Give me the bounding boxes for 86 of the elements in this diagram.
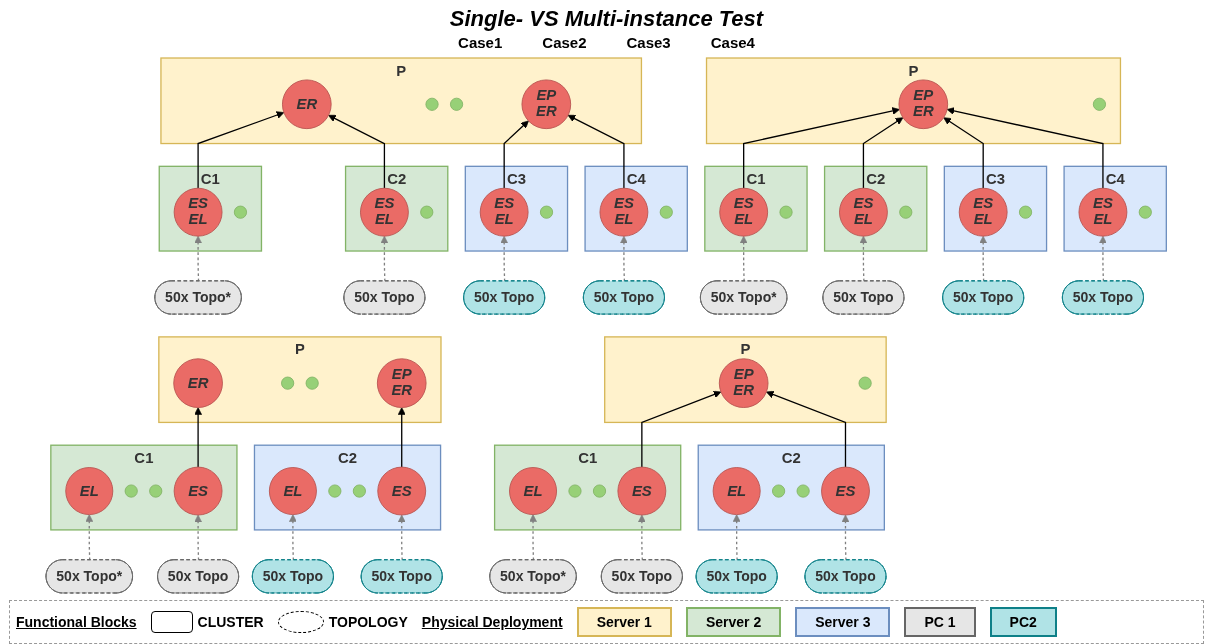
node-circle: ES (821, 466, 871, 516)
arrow (500, 235, 509, 282)
node-circle (660, 205, 674, 219)
legend-text: CLUSTER (197, 614, 264, 630)
arrow (398, 514, 406, 561)
arrow (766, 390, 847, 468)
node-circle: EL (65, 467, 114, 516)
arrow (740, 235, 748, 282)
node-circle: ES (617, 466, 667, 516)
node-circle (353, 484, 367, 498)
arrow (947, 107, 1104, 189)
legend-swatch: Server 1 (576, 607, 672, 637)
node-circle (450, 97, 464, 111)
node-circle: EP ER (719, 358, 769, 408)
node-circle: ES (174, 466, 223, 516)
node-circle: ES EL (174, 187, 223, 237)
arrow (1099, 235, 1108, 282)
arrow (859, 235, 868, 282)
arrow (194, 514, 203, 561)
node-circle: ER (173, 358, 224, 408)
case-label: Case2 (542, 34, 587, 51)
node-circle: ER (282, 79, 332, 130)
node-circle (124, 484, 139, 498)
arrow (194, 407, 203, 468)
node-circle (281, 376, 295, 390)
node-circle: EL (509, 467, 558, 516)
case-label: Case1 (458, 34, 503, 51)
node-circle (772, 484, 786, 498)
node-circle (779, 205, 793, 219)
arrow (743, 107, 901, 189)
legend-swatch: PC2 (989, 607, 1057, 637)
node-circle (593, 484, 607, 498)
node-circle: EP ER (377, 358, 427, 408)
arrow (841, 514, 850, 561)
arrow (620, 235, 629, 282)
legend-swatch: Server 2 (685, 607, 782, 637)
node-circle (420, 205, 434, 219)
node-circle (568, 484, 582, 498)
node-circle: ES EL (839, 187, 889, 237)
node-circle: ES EL (480, 187, 529, 237)
legend-text: TOPOLOGY (328, 614, 408, 630)
node-circle (796, 484, 811, 498)
arrow (328, 114, 386, 189)
arrow (398, 407, 406, 468)
arrow (943, 117, 985, 189)
node-circle (540, 205, 554, 219)
node-circle: ES EL (959, 187, 1008, 237)
arrow (979, 235, 988, 282)
arrow (503, 120, 530, 189)
legend-heading: Functional Blocks (16, 614, 137, 630)
node-circle: ES EL (1078, 187, 1128, 237)
case-label: Case4 (710, 34, 755, 51)
node-circle: ES EL (360, 187, 410, 237)
node-circle: EL (269, 467, 318, 516)
arrow (194, 235, 203, 282)
node-circle (234, 205, 248, 219)
node-circle (858, 376, 873, 390)
arrow (641, 390, 722, 468)
node-circle (305, 376, 320, 390)
diagram-title: Single- VS Multi-instance Test (449, 6, 764, 32)
node-circle (1139, 205, 1153, 219)
node-circle: ES EL (719, 187, 769, 237)
case-label: Case3 (626, 34, 671, 51)
arrow (638, 514, 647, 561)
arrow (529, 514, 538, 561)
arrow (85, 514, 94, 561)
node-circle (328, 484, 342, 498)
node-circle: EP ER (521, 79, 572, 130)
node-circle (1093, 97, 1107, 111)
node-circle: EL (713, 467, 761, 516)
arrow (289, 514, 298, 561)
node-circle: EP ER (898, 79, 949, 130)
node-circle (149, 484, 163, 498)
arrow (568, 114, 625, 189)
arrow (197, 111, 285, 189)
legend-swatch: Server 3 (795, 607, 891, 637)
node-circle (425, 97, 439, 111)
legend-swatch: PC 1 (904, 607, 976, 637)
arrow (380, 235, 389, 282)
node-circle (1019, 205, 1033, 219)
node-circle (899, 205, 913, 219)
node-circle: ES (377, 466, 427, 516)
node-circle: ES EL (599, 187, 649, 237)
arrow (733, 514, 741, 561)
arrow (863, 117, 904, 189)
legend-heading: Physical Deployment (421, 614, 563, 630)
